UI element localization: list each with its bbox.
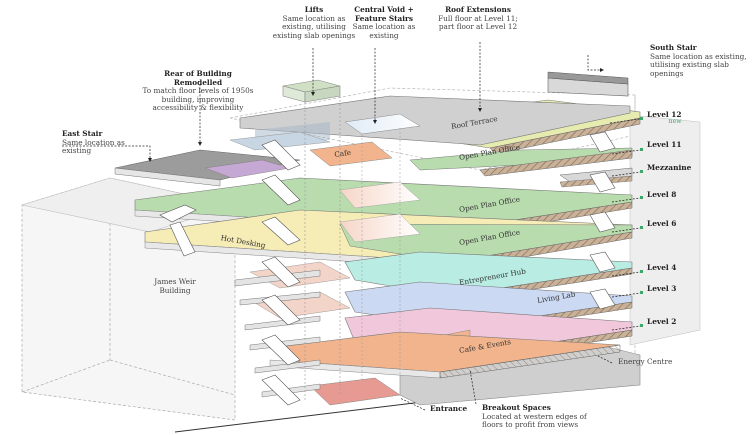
- level-label-6: Level 6: [647, 219, 677, 228]
- rear-upper-floors: [114, 131, 393, 187]
- level-label-4: Level 4: [647, 263, 677, 272]
- rear-slab-edges: [234, 269, 321, 398]
- south-stair: [589, 131, 616, 310]
- level-label-3: Level 3: [647, 284, 677, 293]
- central-void-lines: [361, 128, 401, 380]
- annotation-entrance-text: Entrance: [430, 404, 468, 413]
- annotation-breakout-title: Breakout Spaces: [482, 403, 551, 412]
- annotation-east-stair-text: Same location as existing: [62, 137, 125, 156]
- feature-stairs: [159, 139, 301, 406]
- annotation-south-stair-title: South Stair: [650, 43, 697, 52]
- annotation-central-void-title: Central Void + Feature Stairs: [354, 5, 414, 23]
- annotation-energy-centre: Energy Centre: [618, 357, 698, 367]
- annotation-east-stair-title: East Stair: [62, 129, 103, 138]
- annotation-east-stair: East Stair Same location as existing: [62, 129, 134, 156]
- annotation-roof-extensions: Roof Extensions Full floor at Level 11; …: [430, 5, 526, 32]
- annotation-roof-extensions-title: Roof Extensions: [445, 5, 511, 14]
- ground-floor-plate: [268, 331, 621, 406]
- annotation-central-void: Central Void + Feature Stairs Same locat…: [352, 5, 416, 40]
- annotation-central-void-text: Same location as existing: [352, 22, 416, 40]
- annotation-rear-text: To match floor levels of 1950s building,…: [142, 86, 254, 113]
- annotation-lifts: Lifts Same location as existing, utilisi…: [270, 5, 358, 40]
- annotation-south-stair: South Stair Same location as existing, u…: [650, 43, 748, 78]
- space-james-weir: James Weir Building: [154, 277, 196, 295]
- annotation-energy-centre-text: Energy Centre: [618, 357, 673, 366]
- level-label-8: Level 8: [647, 190, 677, 199]
- leader-lines: [62, 42, 641, 411]
- annotation-breakout-text: Located at western edges of floors to pr…: [482, 411, 587, 430]
- leader-arrows: [148, 68, 604, 162]
- annotation-entrance: Entrance: [430, 404, 468, 414]
- level-12-name: Level 12: [647, 110, 682, 119]
- annotation-breakout: Breakout Spaces Located at western edges…: [482, 403, 602, 430]
- level-label-11: Level 11: [647, 140, 682, 149]
- level-label-2: Level 2: [647, 317, 677, 326]
- level-12-note: new: [668, 118, 682, 125]
- annotation-lifts-title: Lifts: [304, 5, 324, 14]
- annotation-rear: Rear of Building Remodelled To match flo…: [140, 69, 256, 113]
- level-markers: [640, 117, 643, 327]
- annotation-roof-extensions-text: Full floor at Level 11; part floor at Le…: [438, 13, 518, 32]
- level-label-mezzanine: Mezzanine: [647, 163, 692, 172]
- annotation-rear-title: Rear of Building Remodelled: [164, 69, 232, 87]
- lift-core: [282, 79, 341, 400]
- annotation-south-stair-text: Same location as existing, utilising exi…: [650, 51, 747, 78]
- annotation-lifts-text: Same location as existing, utilising exi…: [272, 13, 356, 40]
- level-label-12: Level 12 new: [647, 110, 682, 125]
